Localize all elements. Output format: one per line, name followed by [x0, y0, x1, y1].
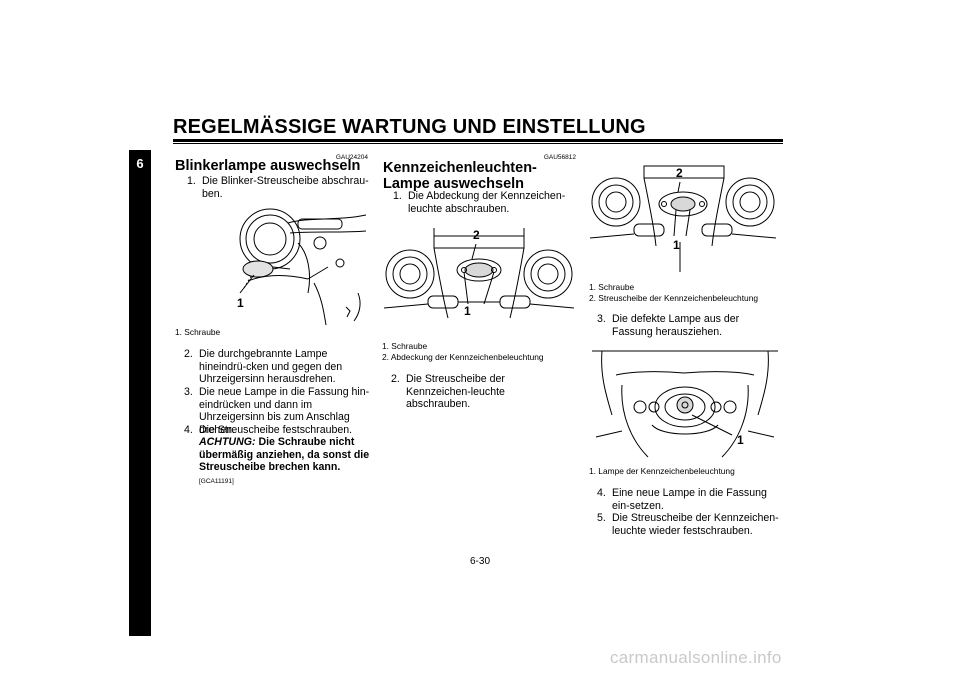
section-code: GAU24204 — [335, 154, 368, 161]
warning-label: ACHTUNG: — [199, 436, 256, 448]
step-item: 4. Die Streuscheibe festschrauben. — [184, 424, 371, 437]
step-number: 4. — [597, 487, 606, 499]
step-text: Die Streuscheibe der Kennzeichen-leuchte… — [612, 512, 779, 537]
section-heading: Kennzeichenleuchten-Lampe auswechseln — [383, 160, 537, 192]
warning-block: ACHTUNG: Die Schraube nicht übermäßig an… — [199, 436, 374, 488]
step-item: 1. Die Blinker-Streuscheibe abschrau-ben… — [187, 175, 369, 200]
chapter-tab-number: 6 — [136, 156, 144, 171]
step-number: 3. — [597, 313, 606, 325]
figure-license-bulb: 1 — [592, 345, 778, 461]
warning-code: [GCA11191] — [199, 477, 234, 485]
chapter-tab — [129, 150, 151, 636]
figure-caption: 2. Abdeckung der Kennzeichenbeleuchtung — [382, 352, 544, 362]
section-heading: Blinkerlampe auswechseln — [175, 158, 361, 174]
step-item: 3. Die neue Lampe in die Fassung hin-ein… — [184, 386, 371, 436]
warning-text: Die Schraube nicht übermäßig anziehen, d… — [199, 436, 370, 474]
step-text: Die Blinker-Streuscheibe abschrau-ben. — [202, 175, 369, 200]
step-text: Die Abdeckung der Kennzeichen-leuchte ab… — [408, 190, 566, 215]
step-item: 3. Die defekte Lampe aus der Fassung her… — [597, 313, 779, 338]
step-text: Die durchgebrannte Lampe hineindrü-cken … — [199, 348, 343, 386]
figure-callout: 1 — [464, 304, 471, 318]
header-rule-thin — [173, 143, 783, 144]
step-number: 1. — [187, 175, 196, 187]
step-text: Die neue Lampe in die Fassung hin-eindrü… — [199, 386, 370, 436]
step-item: 4. Eine neue Lampe in die Fassung ein-se… — [597, 487, 783, 512]
step-text: Eine neue Lampe in die Fassung ein-setze… — [612, 487, 767, 512]
step-text: Die Streuscheibe festschrauben. — [199, 424, 353, 436]
figure-caption: 2. Streuscheibe der Kennzeichenbeleuchtu… — [589, 293, 759, 303]
figure-caption: 1. Lampe der Kennzeichenbeleuchtung — [589, 466, 735, 476]
figure-callout: 2 — [473, 228, 480, 242]
page-title: REGELMÄSSIGE WARTUNG UND EINSTELLUNG — [173, 116, 646, 138]
step-item: 2. Die durchgebrannte Lampe hineindrü-ck… — [184, 348, 371, 386]
figure-license-cover: 2 1 — [384, 222, 574, 340]
step-number: 5. — [597, 512, 606, 524]
step-number: 2. — [391, 373, 400, 385]
section-code: GAU56812 — [543, 154, 576, 161]
step-number: 4. — [184, 424, 193, 436]
step-number: 3. — [184, 386, 193, 398]
header-rule — [173, 139, 783, 142]
step-text: Die defekte Lampe aus der Fassung heraus… — [612, 313, 740, 338]
figure-caption: 1. Schraube — [589, 282, 635, 292]
figure-callout: 1 — [673, 238, 680, 252]
figure-callout: 1 — [737, 433, 744, 447]
page-number: 6-30 — [469, 556, 490, 567]
step-item: 2. Die Streuscheibe der Kennzeichen-leuc… — [391, 373, 571, 411]
figure-caption: 1. Schraube — [382, 341, 428, 351]
figure-turn-signal: 1 — [228, 203, 370, 328]
step-item: 1. Die Abdeckung der Kennzeichen-leuchte… — [393, 190, 568, 215]
step-number: 2. — [184, 348, 193, 360]
figure-license-lens: 2 1 — [590, 162, 776, 280]
step-item: 5. Die Streuscheibe der Kennzeichen-leuc… — [597, 512, 783, 537]
step-text: Die Streuscheibe der Kennzeichen-leuchte… — [406, 373, 505, 411]
step-number: 1. — [393, 190, 402, 202]
watermark: carmanualsonline.info — [610, 648, 782, 667]
figure-callout: 1 — [237, 296, 244, 310]
figure-caption: 1. Schraube — [175, 327, 221, 337]
figure-callout: 2 — [676, 166, 683, 180]
